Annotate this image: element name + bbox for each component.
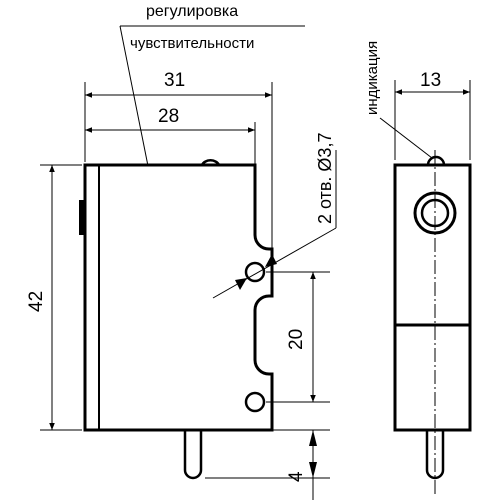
dim-text-28: 28 <box>158 106 179 127</box>
front-dimensions <box>40 25 337 500</box>
mounting-hole-upper <box>244 261 266 283</box>
mounting-hole-lower <box>244 391 266 413</box>
dim-text-20: 20 <box>286 329 307 350</box>
side-dimensions <box>379 80 471 160</box>
dim-text-31: 31 <box>164 70 185 91</box>
label-adjust-line1: регулировка <box>146 3 238 20</box>
indication-leader <box>379 117 433 159</box>
label-indication: индикация <box>364 41 381 115</box>
dim-text-13: 13 <box>420 70 441 91</box>
side-body-lower <box>393 323 472 432</box>
front-body-outline <box>83 163 274 432</box>
side-cable <box>425 430 445 480</box>
label-holes: 2 отв. Ø3,7 <box>315 133 335 224</box>
side-body-upper <box>393 163 472 327</box>
side-led-bump <box>426 155 446 166</box>
front-view <box>79 159 274 480</box>
front-cable <box>183 430 203 480</box>
label-adjust-line2: чувствительности <box>130 35 254 52</box>
side-view <box>393 150 472 495</box>
front-side-tab <box>79 200 85 235</box>
dim-text-42: 42 <box>26 291 47 312</box>
adjust-leader <box>119 25 149 167</box>
indicator-led-bump <box>200 159 221 166</box>
dim-text-4: 4 <box>286 471 307 482</box>
